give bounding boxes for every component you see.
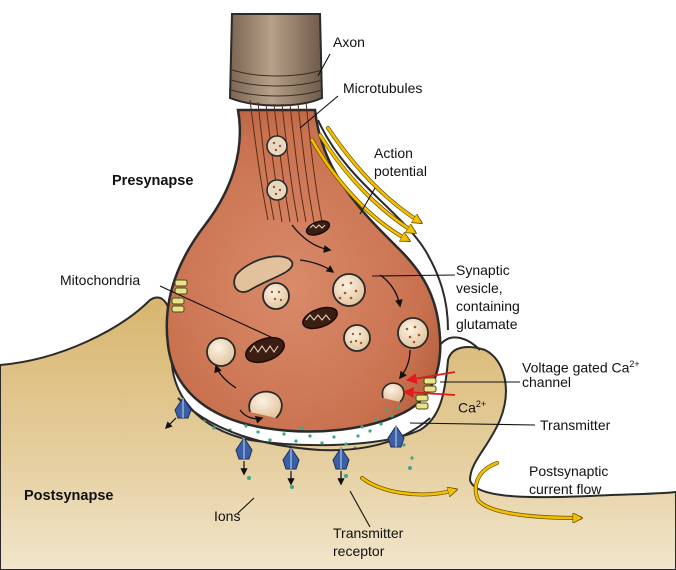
- synaptic-vesicle-label-line4: glutamate: [456, 316, 517, 333]
- transport-vesicle: [267, 180, 287, 200]
- presynapse-label: Presynapse: [112, 173, 193, 190]
- transport-vesicle: [267, 136, 287, 156]
- microtubules-label: Microtubules: [343, 80, 422, 97]
- transmitter-receptor: [388, 426, 404, 447]
- synaptic-vesicle: [344, 325, 370, 351]
- synaptic-vesicle: [263, 283, 289, 309]
- axon: [230, 14, 322, 106]
- postsynaptic-flow-label-line2: current flow: [529, 481, 601, 498]
- axon-label: Axon: [333, 34, 365, 51]
- synaptic-vesicle: [207, 338, 235, 366]
- transmitter-label: Transmitter: [540, 417, 610, 434]
- action-potential-label-line2: potential: [374, 163, 427, 180]
- synaptic-vesicle-label-line2: vesicle,: [456, 280, 503, 297]
- postsynaptic-flow-label-line1: Postsynaptic: [529, 463, 608, 480]
- action-potential-label-line1: Action: [374, 145, 413, 162]
- postsynapse-label: Postsynapse: [24, 488, 113, 505]
- transmitter-receptor-label-line2: receptor: [333, 543, 384, 560]
- mitochondria-label: Mitochondria: [60, 272, 140, 289]
- synaptic-vesicle: [398, 318, 428, 348]
- ions-label: Ions: [214, 508, 240, 525]
- voltage-gated-label-line2: channel: [522, 374, 571, 391]
- synaptic-vesicle-label-line3: containing: [456, 298, 520, 315]
- calcium-label: Ca2+: [458, 396, 486, 417]
- transmitter-receptor-label-line1: Transmitter: [333, 525, 403, 542]
- synaptic-vesicle: [333, 274, 365, 306]
- synaptic-vesicle-label-line1: Synaptic: [456, 262, 510, 279]
